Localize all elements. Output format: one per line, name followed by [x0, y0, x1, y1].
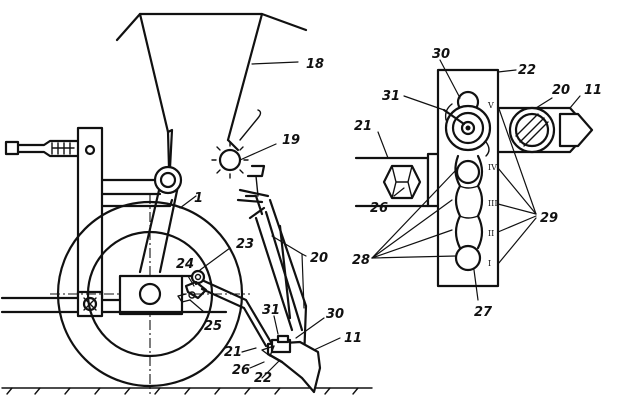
label-11-right: 11: [584, 83, 602, 98]
label-22-left: 22: [254, 371, 272, 386]
label-27: 27: [474, 305, 493, 320]
main-frame: [0, 126, 174, 318]
labels-left: 18 19 1 23 20 24 25 31 30 21 11 26 22: [176, 57, 362, 386]
label-19: 19: [282, 133, 300, 148]
label-22-right: 22: [518, 63, 536, 78]
labels-right: 30 22 20 11 31 21 26 29 28 27: [352, 47, 602, 320]
hinge-mechanism: [177, 269, 274, 348]
rotor: [442, 90, 492, 157]
label-1: 1: [194, 191, 203, 206]
numeral-ii: II: [488, 229, 494, 238]
label-24: 24: [176, 257, 194, 272]
label-23: 23: [236, 237, 254, 252]
leader-lines-left: [179, 61, 341, 379]
label-21-left: 21: [224, 345, 242, 360]
label-30-left: 30: [326, 307, 344, 322]
label-20-right: 20: [552, 83, 570, 98]
label-11-left: 11: [344, 331, 362, 346]
plate-numerals: V IV III II I: [487, 101, 497, 268]
wheel-arm: [138, 165, 183, 274]
bracket-block: [354, 152, 442, 208]
seed-tube-assembly: [236, 164, 308, 362]
label-26-right: 26: [370, 201, 388, 216]
label-26-left: 26: [232, 363, 250, 378]
numeral-iii: III: [488, 199, 497, 208]
label-30-right: 30: [432, 47, 450, 62]
ground-line: [1, 387, 373, 395]
seed-hopper: [115, 12, 308, 170]
seed-cell-chain: [454, 154, 484, 272]
label-18: 18: [306, 57, 324, 72]
label-21-right: 21: [354, 119, 372, 134]
label-31-left: 31: [262, 303, 280, 318]
metering-wheel: [211, 141, 249, 179]
label-20-left: 20: [310, 251, 328, 266]
label-29: 29: [540, 211, 558, 226]
label-25: 25: [204, 319, 222, 334]
label-31-right: 31: [382, 89, 400, 104]
numeral-iv: IV: [488, 163, 497, 172]
numeral-i: I: [488, 259, 491, 268]
leader-lines-right: [371, 59, 581, 301]
side-elevation: 18 19 1 23 20 24 25 31 30 21 11 26 22: [0, 12, 373, 395]
metering-detail-view: V IV III II I 30: [352, 47, 602, 320]
label-28: 28: [352, 253, 370, 268]
shaft-tube: [496, 106, 594, 154]
numeral-v: V: [487, 101, 494, 110]
